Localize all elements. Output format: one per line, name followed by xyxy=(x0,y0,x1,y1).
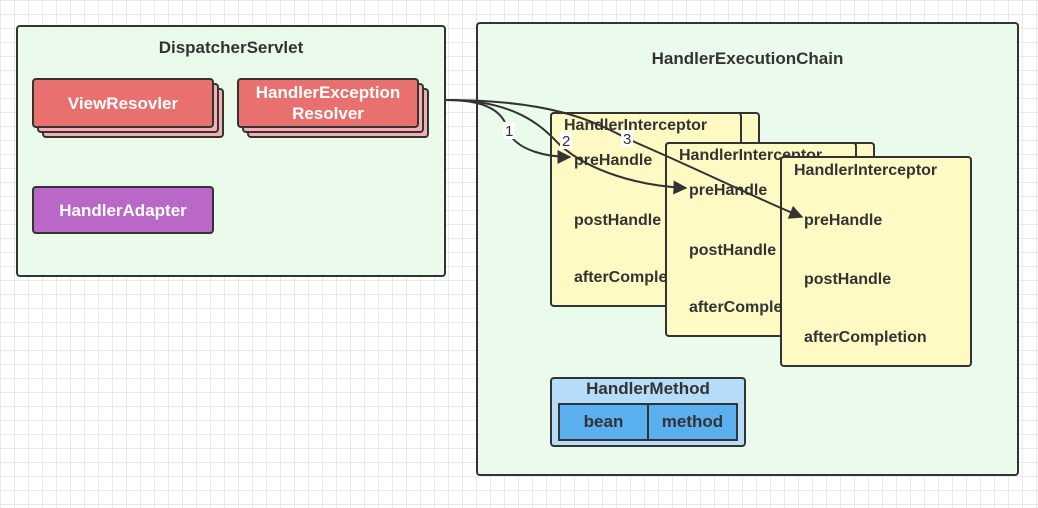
handler-method-bean[interactable]: bean xyxy=(560,405,647,439)
handler-execution-chain-title: HandlerExecutionChain xyxy=(651,49,844,68)
interceptor-3-prehandle[interactable]: preHandle xyxy=(804,212,883,229)
handler-method-method[interactable]: method xyxy=(647,405,736,439)
interceptor-3-aftercompletion[interactable]: afterCompletion xyxy=(804,329,927,346)
handler-method-title: HandlerMethod xyxy=(586,379,710,398)
dispatcher-servlet-container: DispatcherServlet xyxy=(16,25,446,277)
interceptor-1-prehandle[interactable]: preHandle xyxy=(574,152,653,169)
handler-interceptor-1-title: HandlerInterceptor xyxy=(550,112,742,142)
interceptor-2-posthandle[interactable]: postHandle xyxy=(689,242,777,259)
interceptor-2-prehandle[interactable]: preHandle xyxy=(689,182,768,199)
arrow-label-3-bg xyxy=(621,130,633,147)
arrow-label-1: 1 xyxy=(505,123,513,140)
dispatcher-servlet-title: DispatcherServlet xyxy=(158,38,304,57)
arrow-to-interceptor-3 xyxy=(445,99,804,219)
exception-resolver-label: HandlerException Resolver xyxy=(255,83,401,123)
arrow-label-2-bg xyxy=(560,132,572,149)
handler-interceptor-3-title: HandlerInterceptor xyxy=(794,162,938,179)
handler-adapter-box[interactable]: HandlerAdapter xyxy=(32,186,214,234)
arrow-label-1-bg xyxy=(503,122,515,139)
handler-adapter-label: HandlerAdapter xyxy=(59,200,187,220)
interceptor-1-aftercompletion[interactable]: afterComple xyxy=(574,269,668,286)
arrow-label-2: 2 xyxy=(562,133,570,150)
view-resolver-label: ViewResovler xyxy=(67,93,179,113)
interceptor-3-posthandle[interactable]: postHandle xyxy=(804,271,892,288)
arrow-label-3: 3 xyxy=(623,131,631,148)
handler-interceptor-3[interactable]: HandlerInterceptor preHandle postHandle … xyxy=(780,156,972,367)
view-resolver-box[interactable]: ViewResovler xyxy=(32,78,214,128)
handler-method-fields: bean method xyxy=(558,403,738,441)
exception-resolver-box[interactable]: HandlerException Resolver xyxy=(237,78,419,128)
handler-method-box[interactable]: HandlerMethod bean method xyxy=(550,377,746,447)
interceptor-1-posthandle[interactable]: postHandle xyxy=(574,212,662,229)
interceptor-2-aftercompletion[interactable]: afterComple xyxy=(689,299,783,316)
